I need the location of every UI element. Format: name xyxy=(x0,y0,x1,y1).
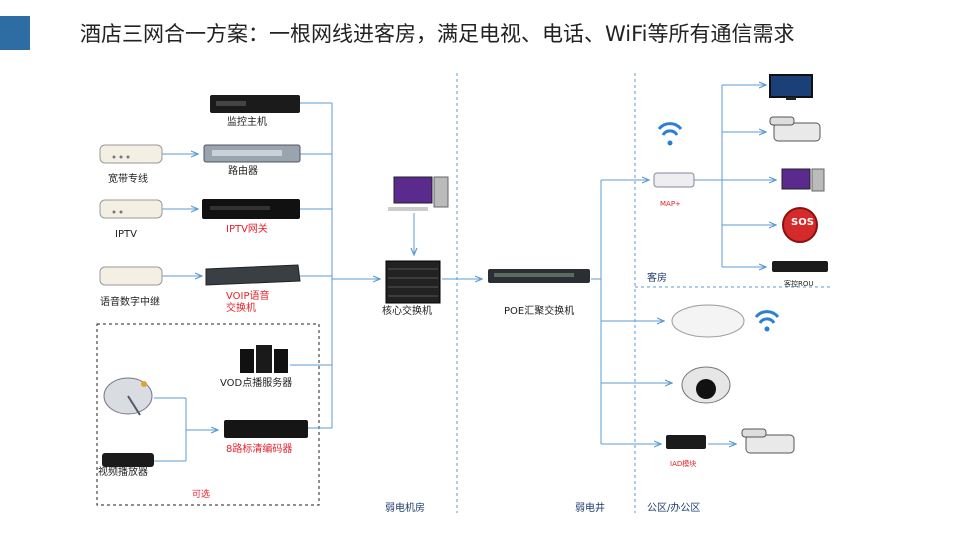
core-switch-label: 核心交换机 xyxy=(382,306,432,317)
rcu-device xyxy=(772,261,828,272)
iptv-modem-device xyxy=(99,199,163,219)
room-phone-device xyxy=(769,116,821,142)
map-plus-label: MAP+ xyxy=(660,200,681,208)
zone-public-office: 公区/办公区 xyxy=(647,503,701,514)
map-plus-device xyxy=(653,122,695,188)
zone-guest-room: 客房 xyxy=(647,273,667,284)
optional-box xyxy=(96,323,320,506)
sos-button-device xyxy=(782,207,818,243)
monitor-host-device xyxy=(210,95,300,113)
optional-label: 可选 xyxy=(192,490,211,500)
encoder-label: 8路标清编码器 xyxy=(226,444,293,455)
iad-module-device xyxy=(666,435,706,449)
zone-shaft: 弱电井 xyxy=(575,503,605,514)
core-switch-device xyxy=(385,260,441,304)
iptv-label: IPTV xyxy=(115,229,137,240)
public-phone-device xyxy=(741,428,795,454)
voip-gateway-label-1: VOIP语音 xyxy=(226,291,270,302)
vod-server-label: VOD点播服务器 xyxy=(220,378,293,389)
poe-switch-device xyxy=(488,269,590,283)
sos-label: SOS xyxy=(791,217,814,228)
zone-machine-room: 弱电机房 xyxy=(385,503,425,514)
encoder-device xyxy=(224,420,308,438)
voip-gateway-label-2: 交换机 xyxy=(226,303,256,314)
satellite-dish-device xyxy=(103,377,153,416)
pc-device xyxy=(388,176,449,211)
tv-device xyxy=(769,74,813,100)
network-diagram: 监控主机 宽带专线 路由器 IPTV IPTV网关 语音数字中继 VOIP语音 … xyxy=(94,73,830,514)
room-pc-device xyxy=(781,168,825,192)
iptv-gateway-device xyxy=(202,199,300,219)
page-title: 酒店三网合一方案：一根网线进客房，满足电视、电话、WiFi等所有通信需求 xyxy=(80,22,795,46)
poe-switch-label: POE汇聚交换机 xyxy=(504,306,575,317)
video-player-label: 视频播放器 xyxy=(98,467,148,478)
router-device xyxy=(203,144,301,163)
broadband-modem-device xyxy=(99,144,163,164)
voice-trunk-label: 语音数字中继 xyxy=(100,297,160,308)
router-label: 路由器 xyxy=(228,166,258,177)
monitor-host-label: 监控主机 xyxy=(227,117,267,128)
dome-camera-device xyxy=(681,366,731,404)
ceiling-ap-device xyxy=(671,304,780,338)
diagram-graphics xyxy=(96,73,830,513)
title-accent-bar xyxy=(0,16,30,50)
iad-label: IAD模块 xyxy=(670,460,697,468)
video-player-device xyxy=(102,453,154,467)
room-rou-label: 客控ROU xyxy=(784,280,814,288)
broadband-label: 宽带专线 xyxy=(108,174,148,185)
vod-server-device xyxy=(240,345,288,373)
voip-gateway-device xyxy=(205,264,301,286)
voice-trunk-modem-device xyxy=(99,266,163,286)
iptv-gateway-label: IPTV网关 xyxy=(226,224,268,235)
